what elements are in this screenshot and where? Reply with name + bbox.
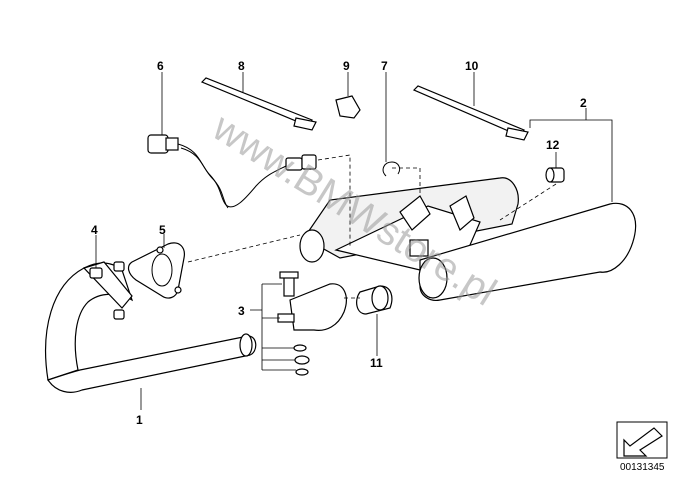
clamp-part	[277, 271, 347, 376]
silencer-part	[299, 177, 637, 301]
arrow-icon	[623, 427, 663, 457]
callout-5: 5	[159, 223, 166, 237]
reference-box: 00131345	[616, 421, 668, 473]
callout-10: 10	[465, 59, 479, 73]
cable-strap-part-2	[412, 85, 529, 141]
callout-4: 4	[91, 223, 98, 237]
callout-3: 3	[238, 304, 245, 318]
bushing-part	[545, 167, 565, 183]
lambda-sensor-part	[147, 134, 317, 209]
callout-11: 11	[370, 356, 383, 370]
cable-strap-part	[200, 77, 317, 131]
circlip-part	[382, 161, 401, 177]
clip-part	[335, 95, 361, 119]
exhaust-pipe-part	[45, 261, 257, 393]
callout-9: 9	[343, 59, 350, 73]
callout-2: 2	[580, 96, 587, 110]
callout-12: 12	[546, 138, 560, 152]
sleeve-part	[356, 285, 393, 315]
diagram-id: 00131345	[620, 462, 665, 473]
nut-part	[89, 261, 125, 320]
callout-labels: 1 2 3 4 5 6 7 8 9 10 11 12	[91, 59, 587, 427]
callout-6: 6	[157, 59, 164, 73]
leader-lines	[95, 72, 613, 410]
assembly-lines	[187, 154, 557, 299]
callout-1: 1	[136, 413, 143, 427]
callout-7: 7	[381, 59, 388, 73]
flange-part	[127, 242, 185, 299]
callout-8: 8	[238, 59, 245, 73]
